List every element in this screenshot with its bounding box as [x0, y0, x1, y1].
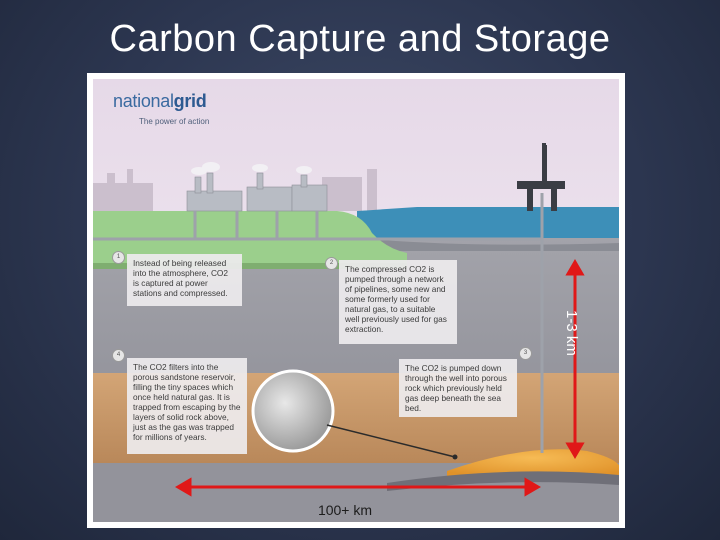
callout-3: The CO2 is pumped down through the well …: [399, 359, 517, 417]
logo-tagline: The power of action: [139, 117, 210, 126]
magnifier-pointer: [326, 424, 456, 458]
callout-1-number: 1: [112, 251, 125, 264]
callout-4-number: 4: [112, 349, 125, 362]
national-grid-logo: nationalgrid: [113, 91, 207, 112]
slide-title: Carbon Capture and Storage: [109, 18, 611, 60]
pipelines: [93, 193, 544, 453]
callout-4: The CO2 filters into the porous sandston…: [127, 358, 247, 454]
steam-plumes: [191, 162, 312, 175]
land: [93, 211, 407, 263]
callout-3-number: 3: [519, 347, 532, 360]
callout-2-number: 2: [325, 257, 338, 270]
callout-1: Instead of being released into the atmos…: [127, 254, 242, 306]
magnifier-pointer-dot: [452, 454, 458, 460]
logo-name-part2: grid: [173, 91, 207, 111]
cap-rock: [387, 471, 619, 491]
power-stations: [186, 172, 328, 212]
porous-rock-magnifier: [251, 369, 335, 453]
offshore-platform: [517, 143, 565, 211]
callout-2: The compressed CO2 is pumped through a n…: [339, 260, 457, 344]
distance-label: 100+ km: [317, 502, 373, 518]
seabed: [357, 238, 619, 251]
ccs-diagram: nationalgrid The power of action 1 Inste…: [87, 73, 625, 528]
sea: [357, 207, 619, 238]
city-skyline: [93, 169, 377, 211]
depth-label: 1-3 km: [563, 310, 580, 356]
logo-name-part1: national: [113, 91, 174, 111]
